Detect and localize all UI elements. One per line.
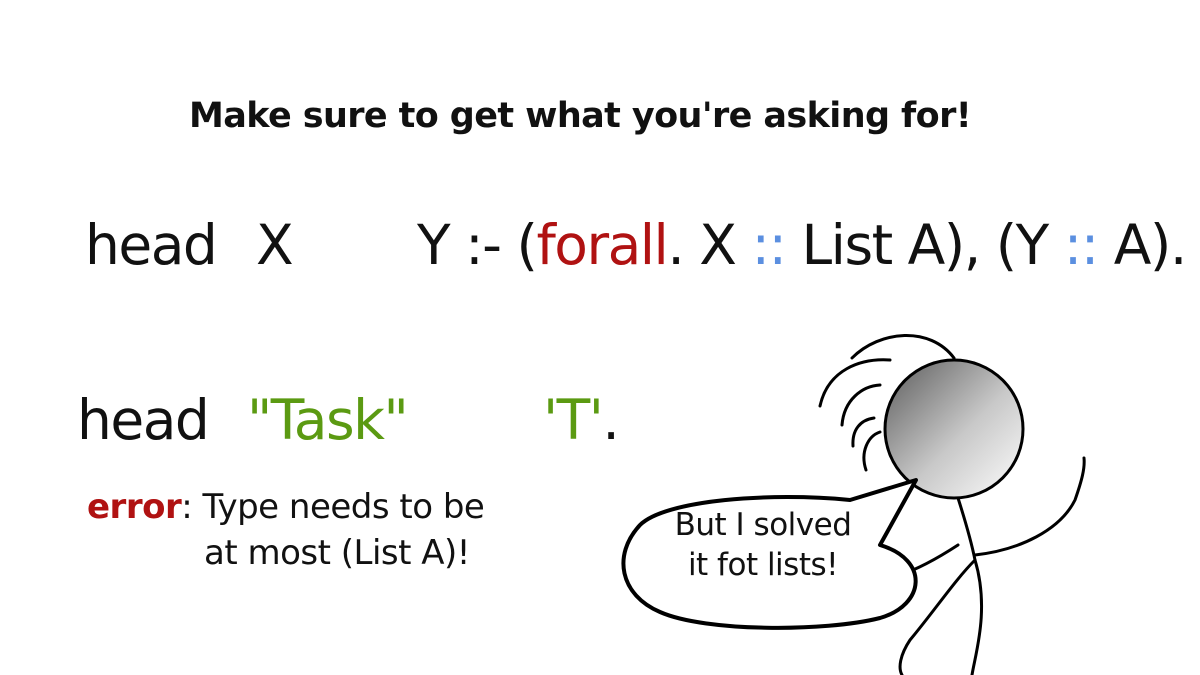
error-message: error: Type needs to be at most (List A)… bbox=[87, 484, 485, 576]
query-arg-char: 'T' bbox=[543, 388, 604, 452]
slide-title: Make sure to get what you're asking for! bbox=[189, 96, 972, 136]
query-predicate: head bbox=[77, 388, 210, 452]
forall-keyword: forall bbox=[536, 213, 668, 277]
rule-neck: :- bbox=[465, 213, 502, 277]
speech-bubble bbox=[621, 478, 918, 630]
error-text-1: : Type needs to be bbox=[181, 487, 485, 527]
speech-line-2: it fot lists! bbox=[687, 547, 839, 583]
query-arg-char-group: 'T'. bbox=[543, 387, 620, 453]
rule-arg-x: X bbox=[256, 213, 294, 277]
rule-predicate: head bbox=[85, 213, 218, 277]
rule-x-var: X bbox=[699, 213, 737, 277]
error-line-2: at most (List A)! bbox=[204, 533, 470, 573]
elem-type: A). bbox=[1113, 213, 1188, 277]
hair-strands bbox=[818, 334, 956, 472]
query-arg-string: "Task" bbox=[247, 388, 409, 452]
rule-arg-y: Y bbox=[417, 213, 451, 277]
rule-body: Y :- (forall. X :: List A), (Y :: A). bbox=[417, 212, 1188, 278]
type-operator: :: bbox=[1063, 213, 1100, 277]
list-type: List A), bbox=[801, 213, 982, 277]
speech-line-1: But I solved bbox=[674, 507, 852, 543]
second-paren-y: (Y bbox=[995, 213, 1050, 277]
error-keyword: error bbox=[87, 487, 182, 527]
query-terminator: . bbox=[602, 388, 619, 452]
forall-dot: . bbox=[667, 213, 684, 277]
speech-bubble-text: But I solved it fot lists! bbox=[648, 505, 878, 585]
head-circle bbox=[883, 358, 1025, 500]
type-operator: :: bbox=[751, 213, 787, 277]
open-paren: ( bbox=[516, 213, 537, 277]
error-line-1: error: Type needs to be bbox=[87, 484, 485, 530]
